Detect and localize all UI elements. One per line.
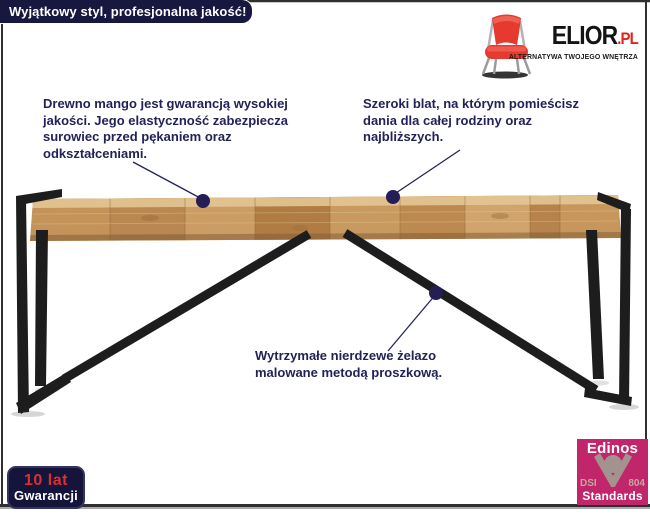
logo-brand-text: ELIOR (551, 20, 618, 50)
frame-bottom-shadow (0, 507, 650, 509)
headline-text: Wyjątkowy styl, profesjonalna jakość! (9, 4, 247, 19)
metal-foot-right (584, 388, 632, 406)
metal-frame (16, 189, 632, 414)
callout-line-tabletop (392, 149, 461, 196)
warranty-badge: 10 lat Gwarancji (7, 466, 85, 509)
metal-brace-right (342, 229, 599, 394)
annotation-frame-line1: Wytrzymałe nierdzewe żelazo (255, 348, 437, 363)
frame-top-shadow (0, 2, 650, 3)
logo-brand: ELIOR.PL (551, 20, 639, 52)
annotation-frame-line2: malowane metodą proszkową. (255, 364, 443, 380)
annotation-tabletop-line2: dania dla całej rodziny oraz (363, 112, 533, 128)
edinos-v-icon (593, 453, 632, 487)
annotation-wood-line3: surowiec przed pękaniem oraz (43, 129, 232, 144)
callout-dot-frame (429, 286, 443, 300)
headline-banner: Wyjątkowy styl, profesjonalna jakość! (0, 0, 252, 23)
annotation-wood-line1: Drewno mango jest gwarancją wysokiej (43, 96, 288, 111)
annotation-wood-line2: jakości. Jego elastyczność zabezpiecza (43, 112, 288, 128)
annotation-tabletop-line3: najbliższych. (363, 129, 444, 144)
metal-foot-left (16, 373, 71, 414)
logo-wordmark: ELIOR.PL ALTERNATYWA TWOJEGO WNĘTRZA (508, 20, 639, 61)
annotation-frame: Wytrzymałe nierdzewe żelazo malowane met… (255, 348, 442, 381)
annotation-tabletop: Szeroki blat, na którym pomieścisz dania… (363, 96, 579, 146)
warranty-value: 10 lat (24, 472, 68, 489)
metal-cap-left (16, 189, 62, 204)
metal-leg-right-inner (586, 230, 604, 379)
callout-dot-tabletop (386, 190, 400, 204)
frame-top-line (0, 0, 650, 2)
tabletop-wood (30, 195, 621, 241)
frame-left-line (1, 0, 3, 506)
metal-brace-left (61, 230, 312, 383)
callout-line-wood (132, 161, 203, 200)
logo-tagline: ALTERNATYWA TWOJEGO WNĘTRZA (508, 54, 638, 61)
certification-logo-row: DSI 804 (577, 453, 648, 489)
frame-bottom-line (0, 504, 650, 507)
callout-lines (132, 149, 461, 352)
annotation-tabletop-line1: Szeroki blat, na którym pomieścisz (363, 96, 580, 111)
metal-leg-left-inner (35, 230, 48, 386)
warranty-label: Gwarancji (14, 488, 78, 503)
red-chair-icon (481, 14, 532, 79)
annotation-wood-line4: odkształceniami. (43, 145, 148, 161)
metal-leg-left-outer (16, 196, 29, 413)
metal-leg-right-outer (619, 206, 631, 405)
floor-shadows (11, 380, 639, 417)
certification-badge: Edinos DSI 804 Standards (577, 439, 648, 505)
logo-domain-text: .PL (617, 29, 639, 48)
certification-brand: Edinos (586, 440, 639, 457)
certification-right-text: 804 (628, 478, 645, 489)
callout-dots (196, 190, 443, 300)
frame-right-line (645, 0, 647, 506)
annotation-wood: Drewno mango jest gwarancją wysokiej jak… (43, 96, 288, 162)
callout-line-frame (387, 293, 437, 352)
callout-dot-wood (196, 194, 210, 208)
certification-label: Standards (582, 489, 643, 503)
certification-left-text: DSI (580, 478, 597, 489)
elior-logo: ELIOR.PL ALTERNATYWA TWOJEGO WNĘTRZA (478, 10, 639, 80)
